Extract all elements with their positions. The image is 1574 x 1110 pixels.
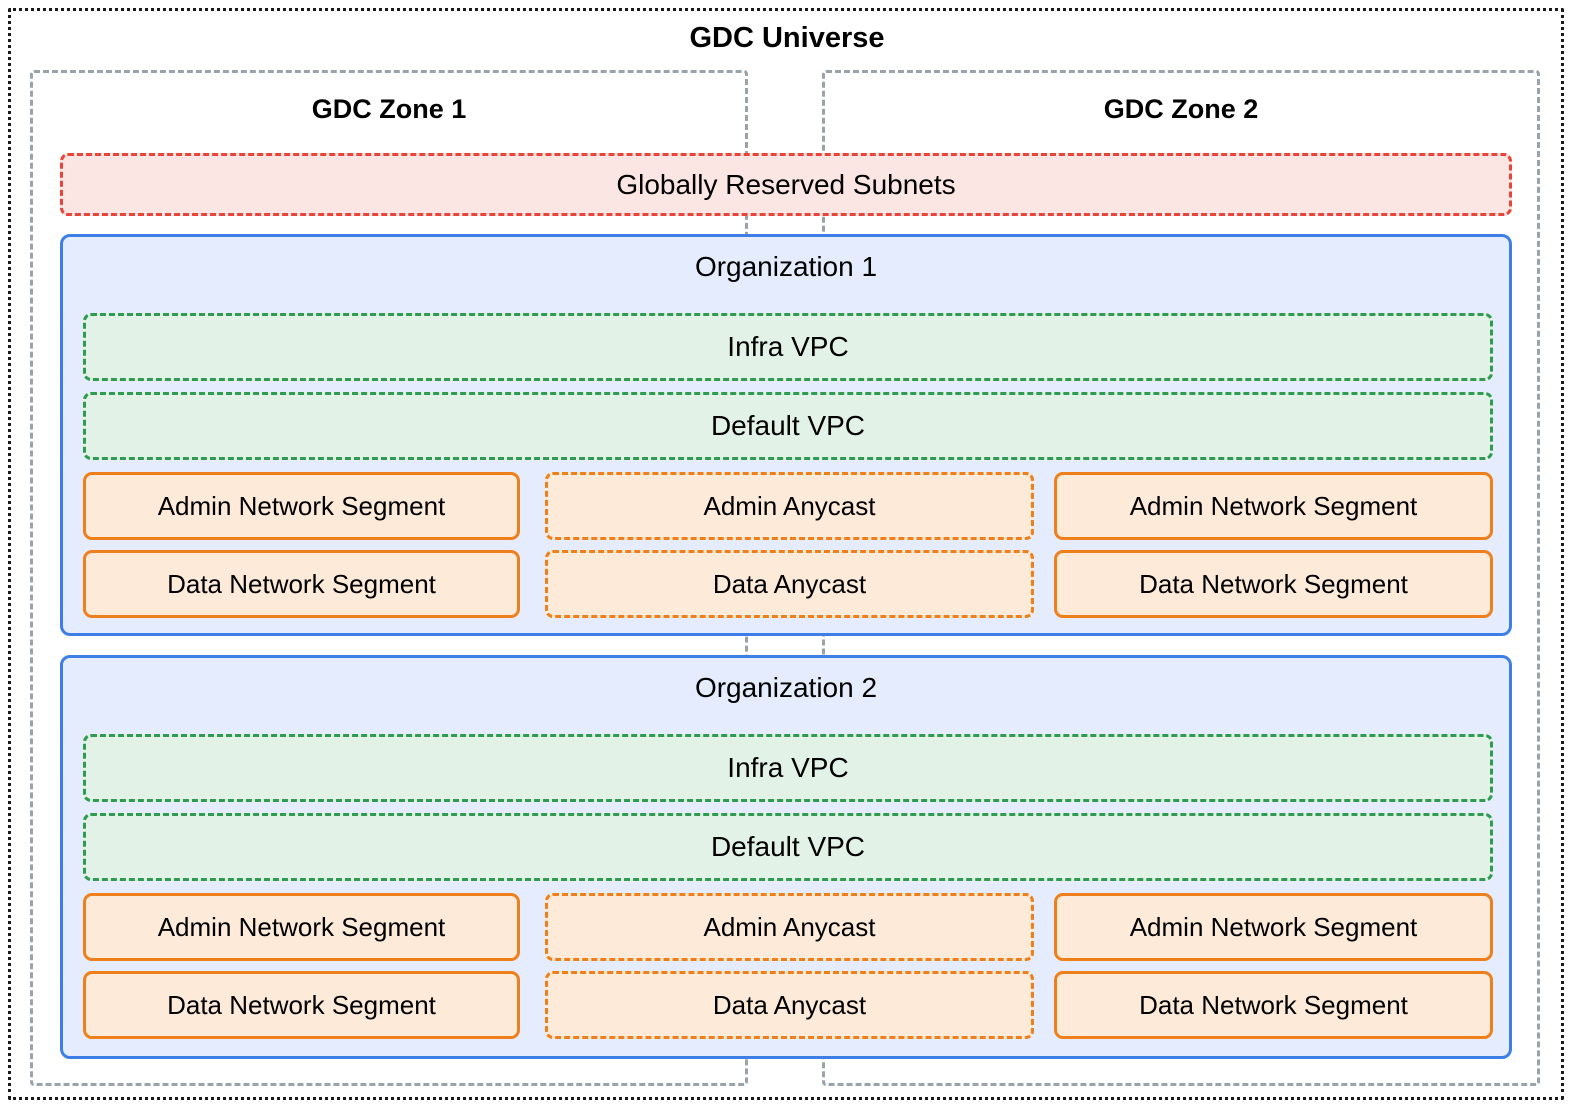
gdc-universe-frame xyxy=(8,8,1564,1100)
page-title: GDC Universe xyxy=(689,22,885,54)
org1-zone2-admin-network-segment: Admin Network Segment xyxy=(1054,472,1493,540)
organization-2-box: Organization 2 Infra VPC Default VPC Adm… xyxy=(60,655,1512,1059)
organization-1-box: Organization 1 Infra VPC Default VPC Adm… xyxy=(60,234,1512,636)
gdc-zone-1-title: GDC Zone 1 xyxy=(311,94,467,124)
gdc-zone-2-title: GDC Zone 2 xyxy=(1103,94,1259,124)
org2-zone1-data-network-segment: Data Network Segment xyxy=(83,971,520,1039)
organization-1-title: Organization 1 xyxy=(694,251,878,282)
org2-data-anycast: Data Anycast xyxy=(545,971,1034,1039)
organization-2-title: Organization 2 xyxy=(694,672,878,703)
org2-zone2-admin-network-segment: Admin Network Segment xyxy=(1054,893,1493,961)
org1-data-anycast: Data Anycast xyxy=(545,550,1034,618)
org2-zone2-data-network-segment: Data Network Segment xyxy=(1054,971,1493,1039)
org2-admin-anycast: Admin Anycast xyxy=(545,893,1034,961)
org1-infra-vpc-box: Infra VPC xyxy=(83,313,1493,381)
org2-zone1-admin-network-segment: Admin Network Segment xyxy=(83,893,520,961)
org1-zone2-data-network-segment: Data Network Segment xyxy=(1054,550,1493,618)
org1-admin-anycast: Admin Anycast xyxy=(545,472,1034,540)
org2-default-vpc-box: Default VPC xyxy=(83,813,1493,881)
org1-zone1-admin-network-segment: Admin Network Segment xyxy=(83,472,520,540)
org1-default-vpc-box: Default VPC xyxy=(83,392,1493,460)
org1-zone1-data-network-segment: Data Network Segment xyxy=(83,550,520,618)
org2-infra-vpc-box: Infra VPC xyxy=(83,734,1493,802)
globally-reserved-subnets-box: Globally Reserved Subnets xyxy=(60,153,1512,216)
